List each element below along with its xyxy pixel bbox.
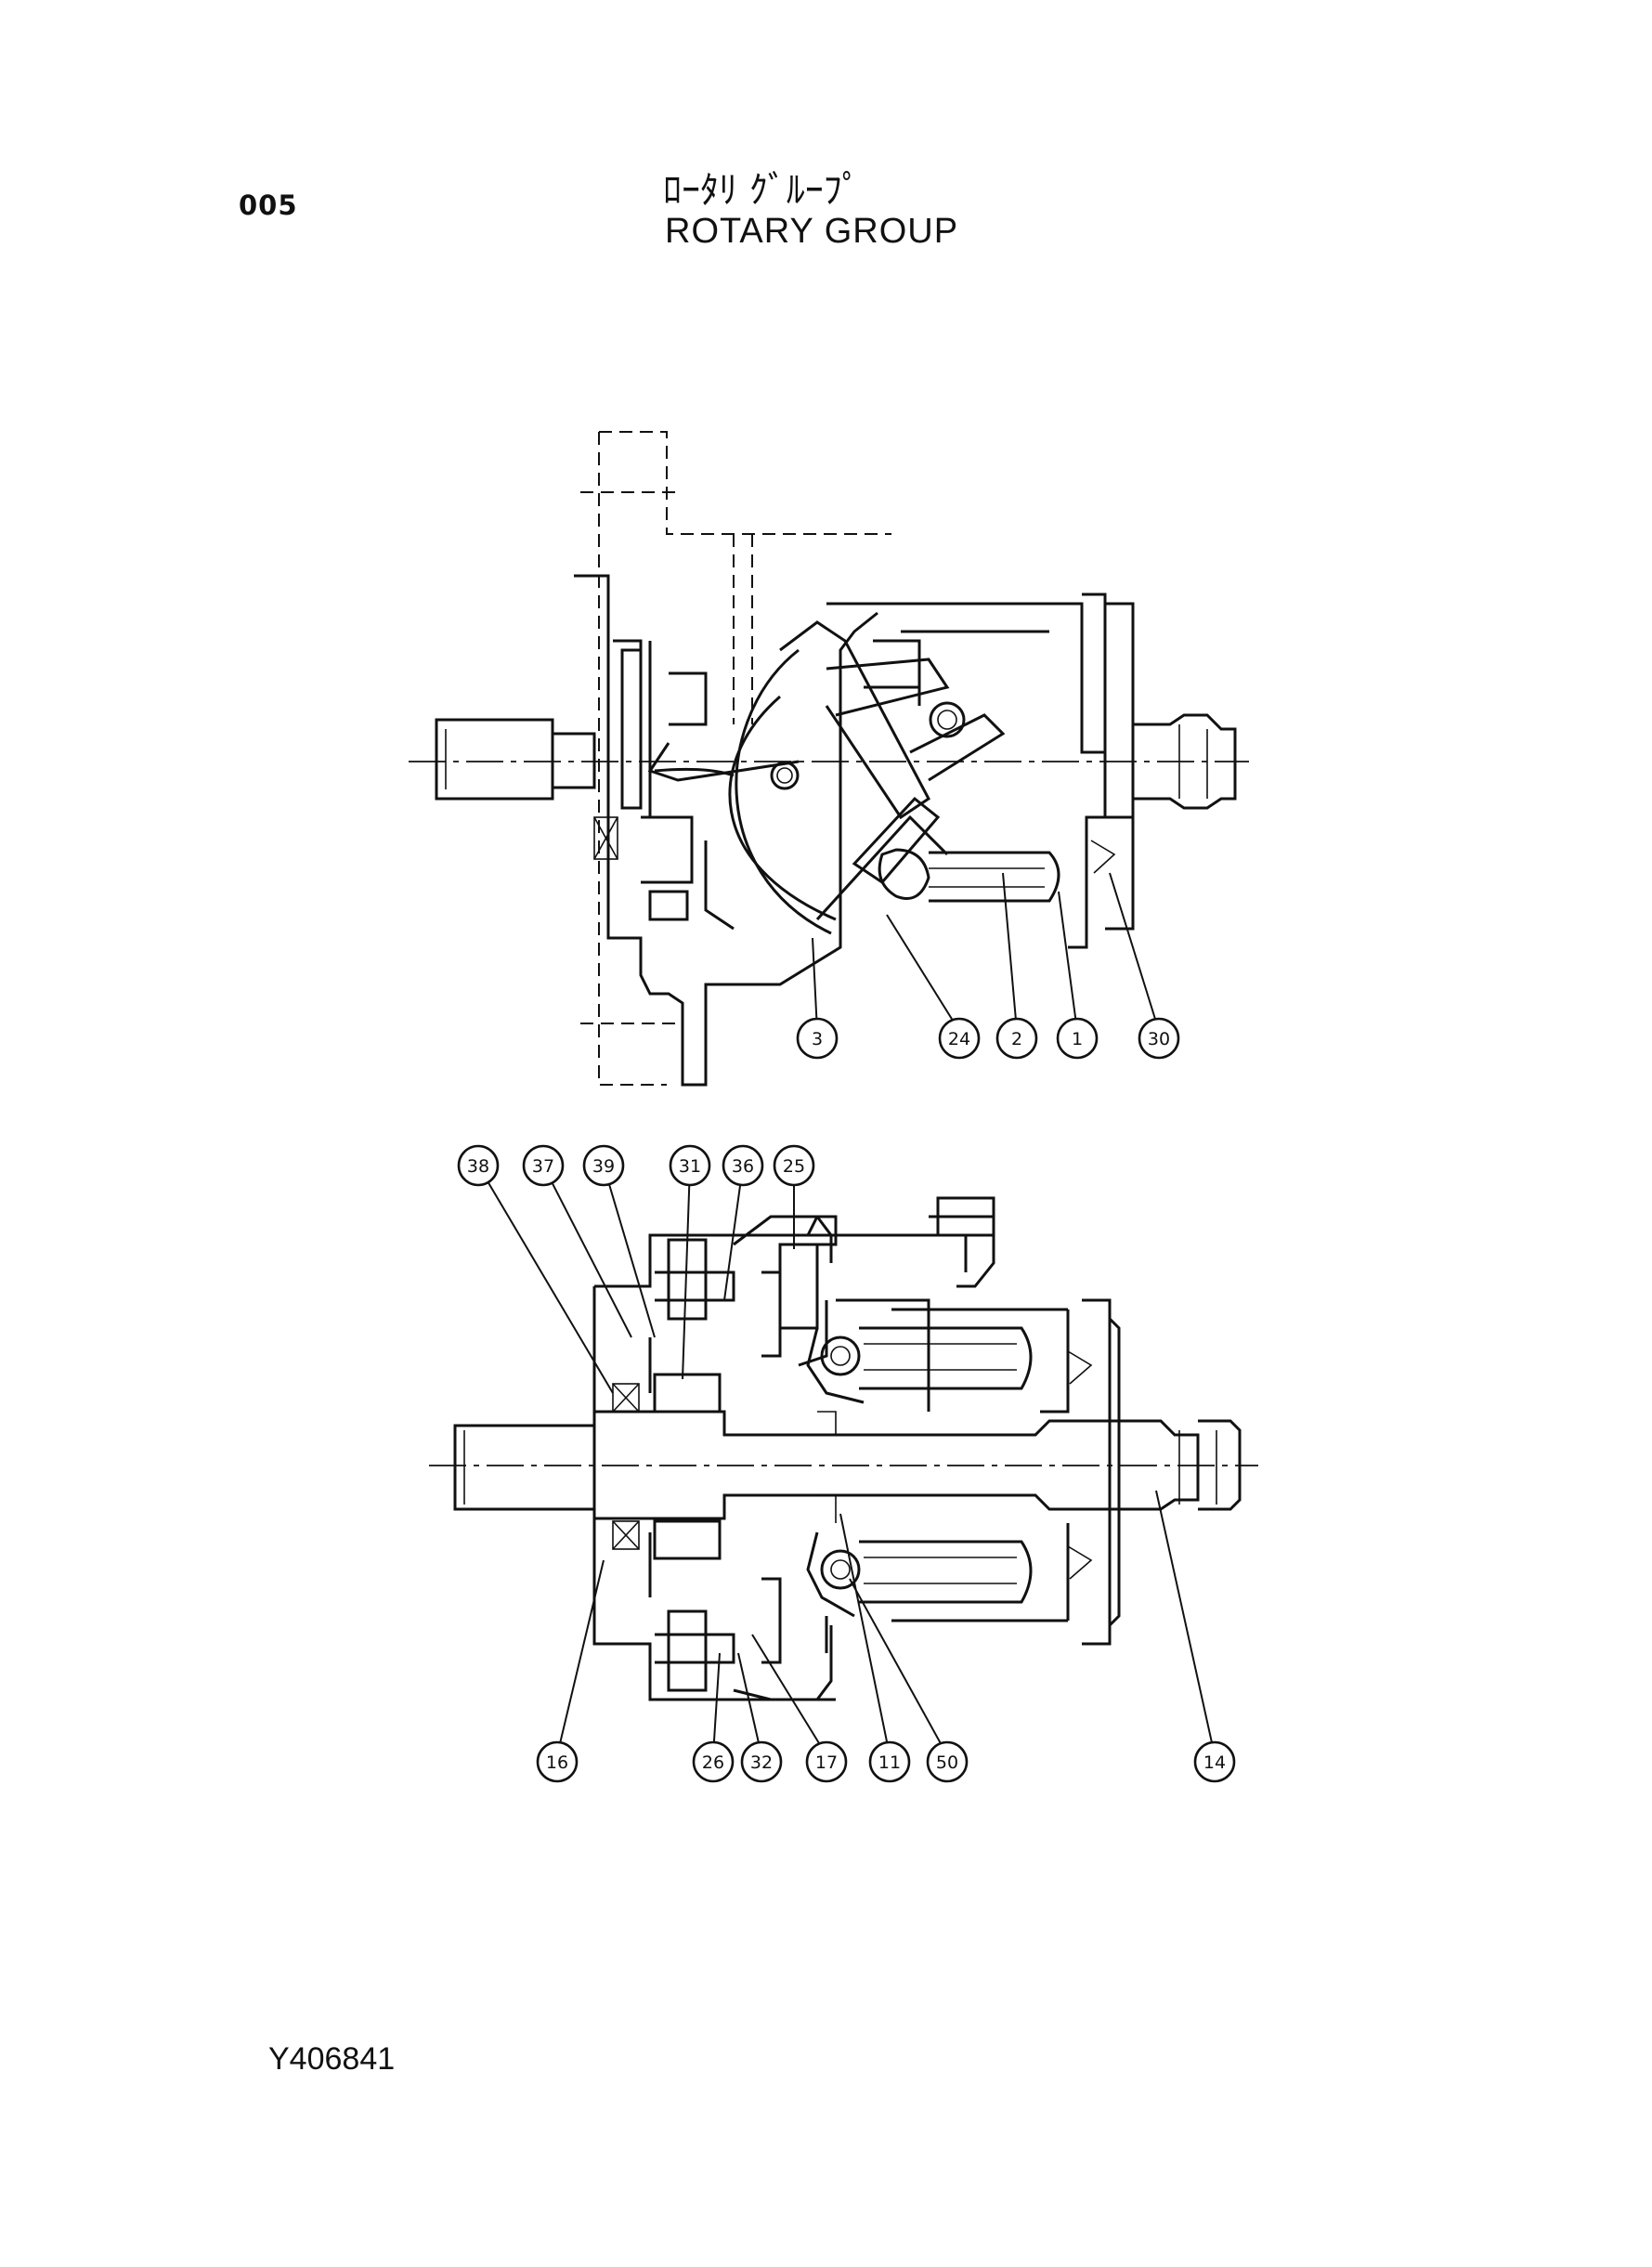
svg-text:30: 30 bbox=[1148, 1029, 1170, 1049]
svg-text:17: 17 bbox=[815, 1752, 838, 1773]
svg-text:16: 16 bbox=[546, 1752, 568, 1773]
drawing-id: Y406841 bbox=[268, 2041, 396, 2077]
svg-text:24: 24 bbox=[948, 1029, 970, 1049]
svg-text:39: 39 bbox=[592, 1156, 615, 1177]
svg-text:3: 3 bbox=[812, 1029, 823, 1049]
callout-24: 24 bbox=[938, 1017, 981, 1060]
top-section-view bbox=[409, 431, 1249, 1087]
callout-31: 31 bbox=[669, 1144, 711, 1187]
callout-36: 36 bbox=[722, 1144, 764, 1187]
svg-text:11: 11 bbox=[878, 1752, 901, 1773]
callout-14: 14 bbox=[1193, 1740, 1236, 1783]
svg-text:14: 14 bbox=[1203, 1752, 1226, 1773]
svg-text:50: 50 bbox=[936, 1752, 958, 1773]
callout-2: 2 bbox=[995, 1017, 1038, 1060]
callout-11: 11 bbox=[868, 1740, 911, 1783]
callout-39: 39 bbox=[582, 1144, 625, 1187]
callout-38: 38 bbox=[457, 1144, 500, 1187]
callout-3: 3 bbox=[796, 1017, 839, 1060]
svg-text:1: 1 bbox=[1072, 1029, 1083, 1049]
bottom-section-view bbox=[429, 1165, 1258, 1756]
title-english: ROTARY GROUP bbox=[665, 212, 959, 251]
callout-16: 16 bbox=[536, 1740, 579, 1783]
callout-30: 30 bbox=[1138, 1017, 1180, 1060]
svg-text:26: 26 bbox=[702, 1752, 724, 1773]
title-japanese: ﾛｰﾀﾘ ｸﾞﾙｰﾌﾟ bbox=[663, 169, 861, 212]
callout-50: 50 bbox=[926, 1740, 969, 1783]
svg-text:38: 38 bbox=[467, 1156, 489, 1177]
callout-26: 26 bbox=[692, 1740, 735, 1783]
svg-text:37: 37 bbox=[532, 1156, 554, 1177]
callout-17: 17 bbox=[805, 1740, 848, 1783]
svg-text:2: 2 bbox=[1011, 1029, 1022, 1049]
callout-32: 32 bbox=[740, 1740, 783, 1783]
svg-text:36: 36 bbox=[732, 1156, 754, 1177]
callout-25: 25 bbox=[773, 1144, 815, 1187]
callout-37: 37 bbox=[522, 1144, 565, 1187]
svg-text:32: 32 bbox=[750, 1752, 773, 1773]
page-number: 005 bbox=[239, 189, 298, 221]
svg-text:25: 25 bbox=[783, 1156, 805, 1177]
callout-1: 1 bbox=[1056, 1017, 1099, 1060]
svg-text:31: 31 bbox=[679, 1156, 701, 1177]
